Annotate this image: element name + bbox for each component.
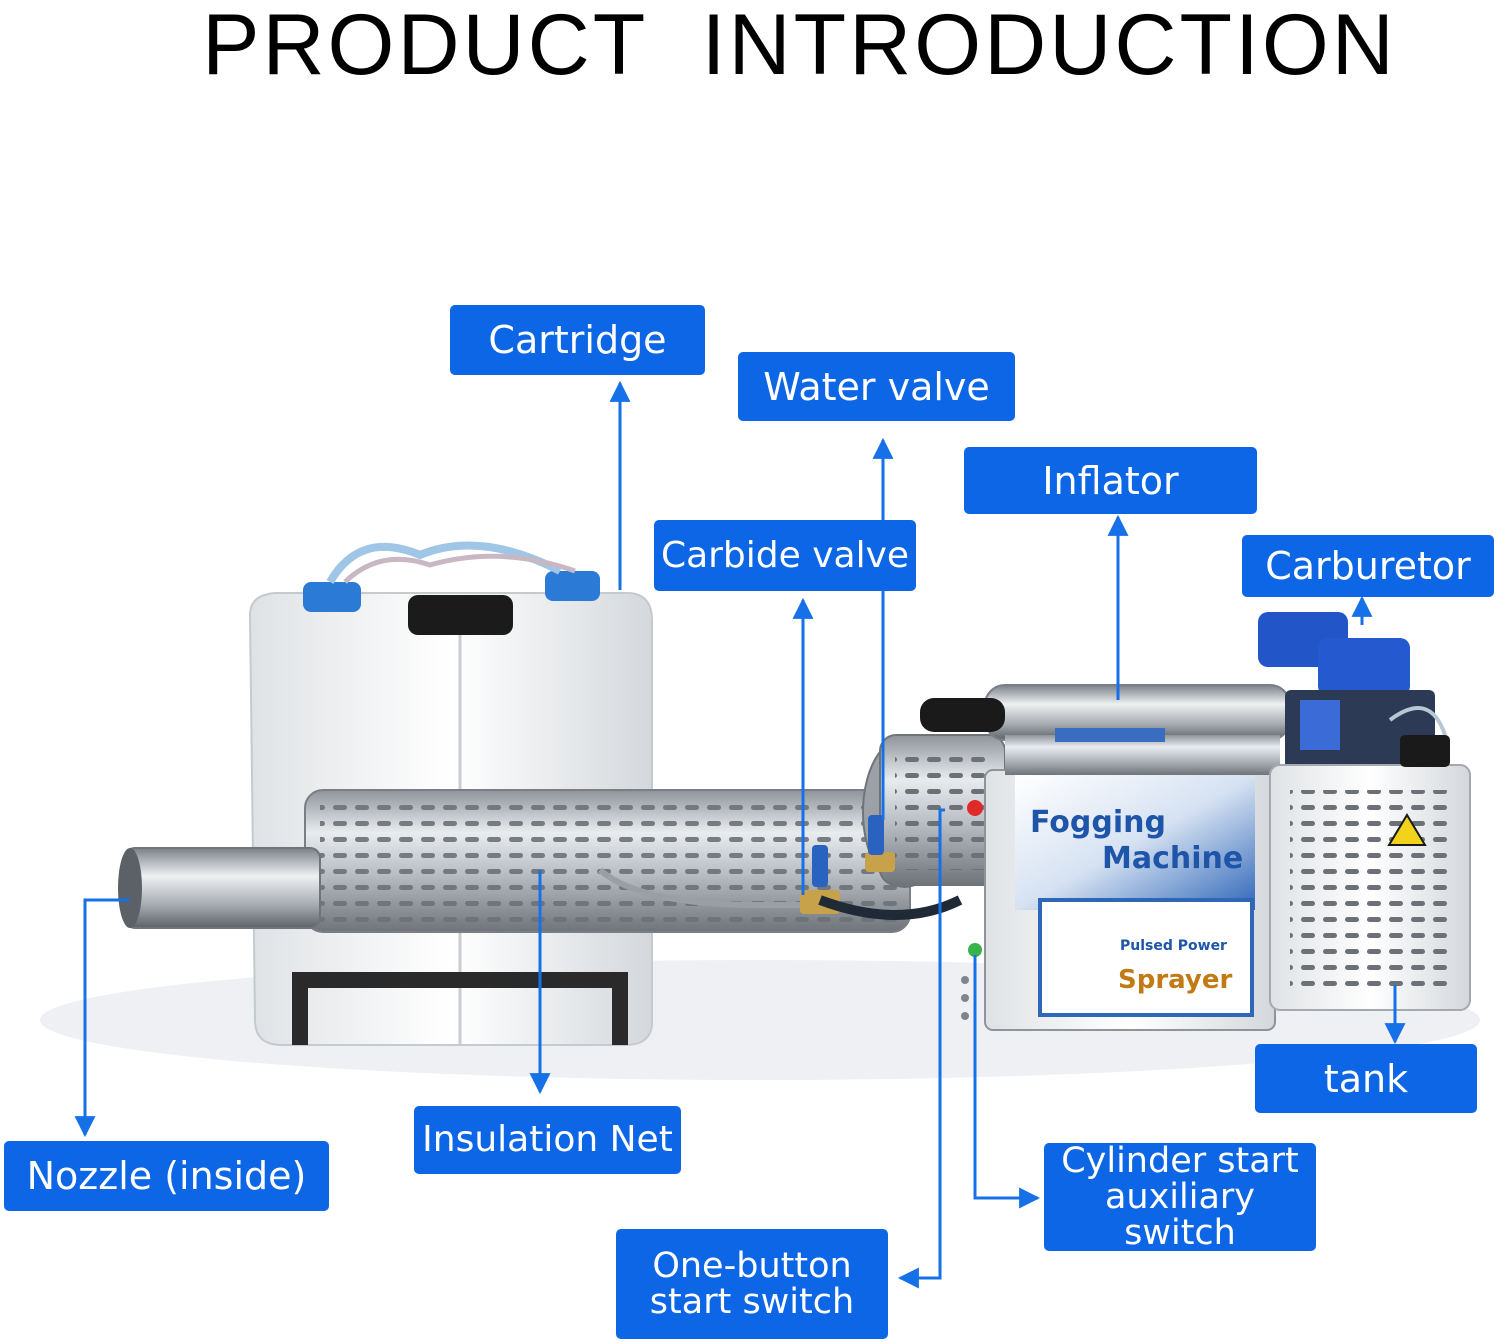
- valve-fittings: [598, 815, 963, 920]
- arrow-one-button: [897, 808, 945, 1289]
- label-cylinder-start-switch: Cylinder start auxiliary switch: [1044, 1143, 1316, 1251]
- label-one-button-line1: One-button: [652, 1246, 852, 1286]
- label-carbide-valve: Carbide valve: [654, 520, 916, 591]
- carburetor-unit: [1258, 612, 1447, 770]
- label-one-button-line2: start switch: [649, 1282, 855, 1322]
- fuel-tank: [1269, 735, 1471, 1011]
- panel-text-machine: Machine: [1102, 841, 1243, 876]
- label-cylinder-line1: Cylinder start: [1061, 1141, 1299, 1181]
- callout-arrows: [74, 380, 1406, 1289]
- label-one-button-start-switch: One-button start switch: [616, 1229, 888, 1339]
- arrow-cylinder-switch: [973, 955, 1041, 1209]
- engine-body: Fogging Machine Pulsed Power Sprayer: [920, 684, 1291, 1031]
- label-inflator: Inflator: [964, 447, 1257, 514]
- page-title: PRODUCT INTRODUCTION: [202, 0, 1397, 93]
- label-cylinder-line2: auxiliary switch: [1104, 1177, 1256, 1253]
- panel-text-pulsed: Pulsed Power: [1120, 938, 1227, 954]
- label-insulation-net: Insulation Net: [414, 1106, 681, 1174]
- label-nozzle: Nozzle (inside): [4, 1141, 329, 1211]
- label-carburetor: Carburetor: [1242, 535, 1494, 597]
- label-cartridge: Cartridge: [450, 305, 705, 375]
- panel-text-sprayer: Sprayer: [1118, 965, 1232, 995]
- label-tank: tank: [1255, 1044, 1477, 1113]
- arrow-nozzle: [74, 898, 130, 1138]
- label-water-valve: Water valve: [738, 352, 1015, 421]
- panel-text-fogging: Fogging: [1030, 805, 1166, 840]
